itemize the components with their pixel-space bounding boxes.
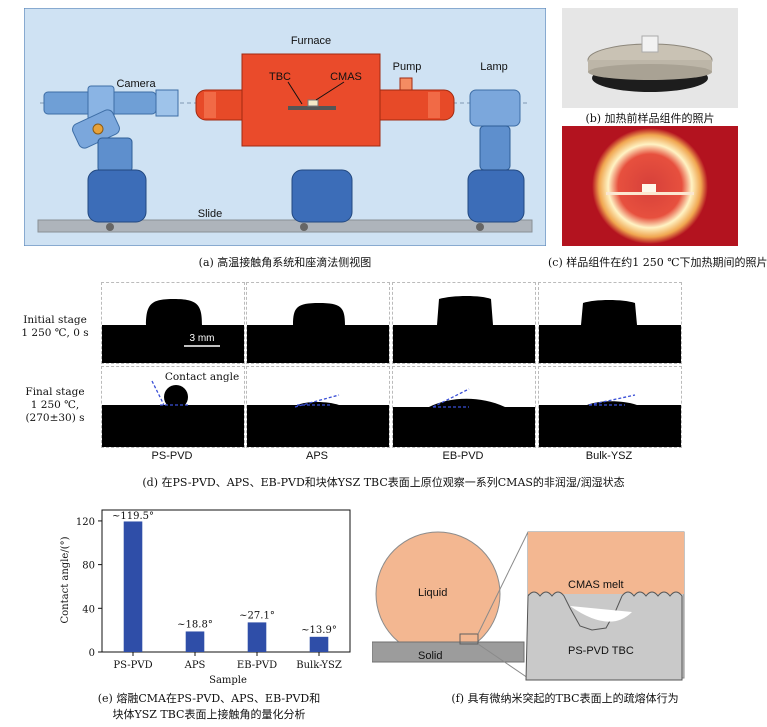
bar-bulk-ysz	[309, 636, 329, 652]
photo-sample-during-heating	[562, 126, 738, 246]
label-slide: Slide	[198, 208, 222, 220]
sample-label-eb-pvd: EB-PVD	[442, 450, 484, 462]
caption-e-line-2: 块体YSZ TBC表面上接触角的量化分析	[112, 708, 306, 721]
photo-sample-before-heating	[562, 8, 738, 108]
label-liquid: Liquid	[418, 587, 447, 599]
scale-bar-label: 3 mm	[190, 333, 215, 344]
label-tbc: TBC	[269, 71, 291, 83]
sample-label-ps-pvd: PS-PVD	[151, 450, 193, 462]
x-tick-label: Bulk-YSZ	[296, 660, 342, 671]
bar-aps	[185, 631, 205, 652]
camera-illustration	[43, 85, 179, 223]
tile-initial-ps-pvd: 3 mm	[101, 282, 245, 364]
x-tick-label: EB-PVD	[237, 660, 277, 671]
bar-value-label: ~18.8°	[177, 619, 213, 630]
y-tick-label: 0	[89, 648, 95, 659]
x-tick-label: APS	[184, 660, 206, 671]
y-tick-label: 40	[82, 604, 95, 615]
label-camera: Camera	[116, 78, 156, 90]
y-tick-label: 80	[82, 561, 95, 572]
tile-final-eb-pvd	[392, 366, 536, 448]
tile-initial-bulk-ysz	[538, 282, 682, 364]
row-label-final: Final stage 1 250 ℃, (270±30) s	[25, 386, 85, 424]
tile-final-bulk-ysz	[538, 366, 682, 448]
caption-f: (f) 具有微纳米突起的TBC表面上的疏熔体行为	[451, 692, 679, 705]
chart-y-axis-label: Contact angle/(°)	[60, 536, 71, 623]
bar-ps-pvd	[123, 521, 143, 652]
furnace-illustration	[195, 53, 455, 223]
caption-c: (c) 样品组件在约1 250 ℃下加热期间的照片	[548, 256, 767, 269]
label-ps-pvd-tbc: PS-PVD TBC	[568, 645, 634, 657]
bar-value-label: ~119.5°	[112, 511, 154, 522]
sample-label-bulk-ysz: Bulk-YSZ	[585, 450, 633, 462]
lamp-illustration	[467, 89, 525, 223]
label-solid: Solid	[418, 650, 442, 662]
label-pump: Pump	[393, 61, 422, 73]
tile-initial-aps	[246, 282, 390, 364]
label-lamp: Lamp	[480, 61, 508, 73]
slide-rail	[37, 219, 533, 233]
tile-final-aps	[246, 366, 390, 448]
panel-a-diagram: Camera Furnace Pump Lamp TBC CMAS Slide	[23, 7, 547, 247]
sample-label-aps: APS	[305, 450, 328, 462]
caption-d: (d) 在PS-PVD、APS、EB-PVD和块体YSZ TBC表面上原位观察一…	[142, 476, 625, 489]
chart-frame	[101, 509, 351, 653]
chart-x-axis-label: Sample	[209, 675, 247, 686]
bar-eb-pvd	[247, 622, 267, 652]
bar-value-label: ~13.9°	[301, 625, 337, 636]
panel-f-schematic: Liquid Solid CMAS melt PS-PVD TBC	[371, 518, 758, 688]
contact-angle-label: Contact angle	[165, 371, 239, 383]
caption-a: (a) 高温接触角系统和座滴法侧视图	[198, 256, 372, 269]
label-cmas: CMAS	[330, 71, 362, 83]
x-tick-label: PS-PVD	[113, 660, 152, 671]
row-label-initial: Initial stage 1 250 ℃, 0 s	[21, 314, 89, 339]
bar-value-label: ~27.1°	[239, 610, 275, 621]
caption-b: (b) 加热前样品组件的照片	[585, 112, 715, 125]
caption-e-line-1: (e) 熔融CMA在PS-PVD、APS、EB-PVD和	[97, 692, 321, 705]
label-cmas-melt: CMAS melt	[568, 579, 624, 591]
label-furnace: Furnace	[291, 35, 331, 47]
tile-initial-eb-pvd	[392, 282, 536, 364]
y-tick-label: 120	[76, 517, 95, 528]
tile-final-ps-pvd: Contact angle	[101, 366, 245, 448]
